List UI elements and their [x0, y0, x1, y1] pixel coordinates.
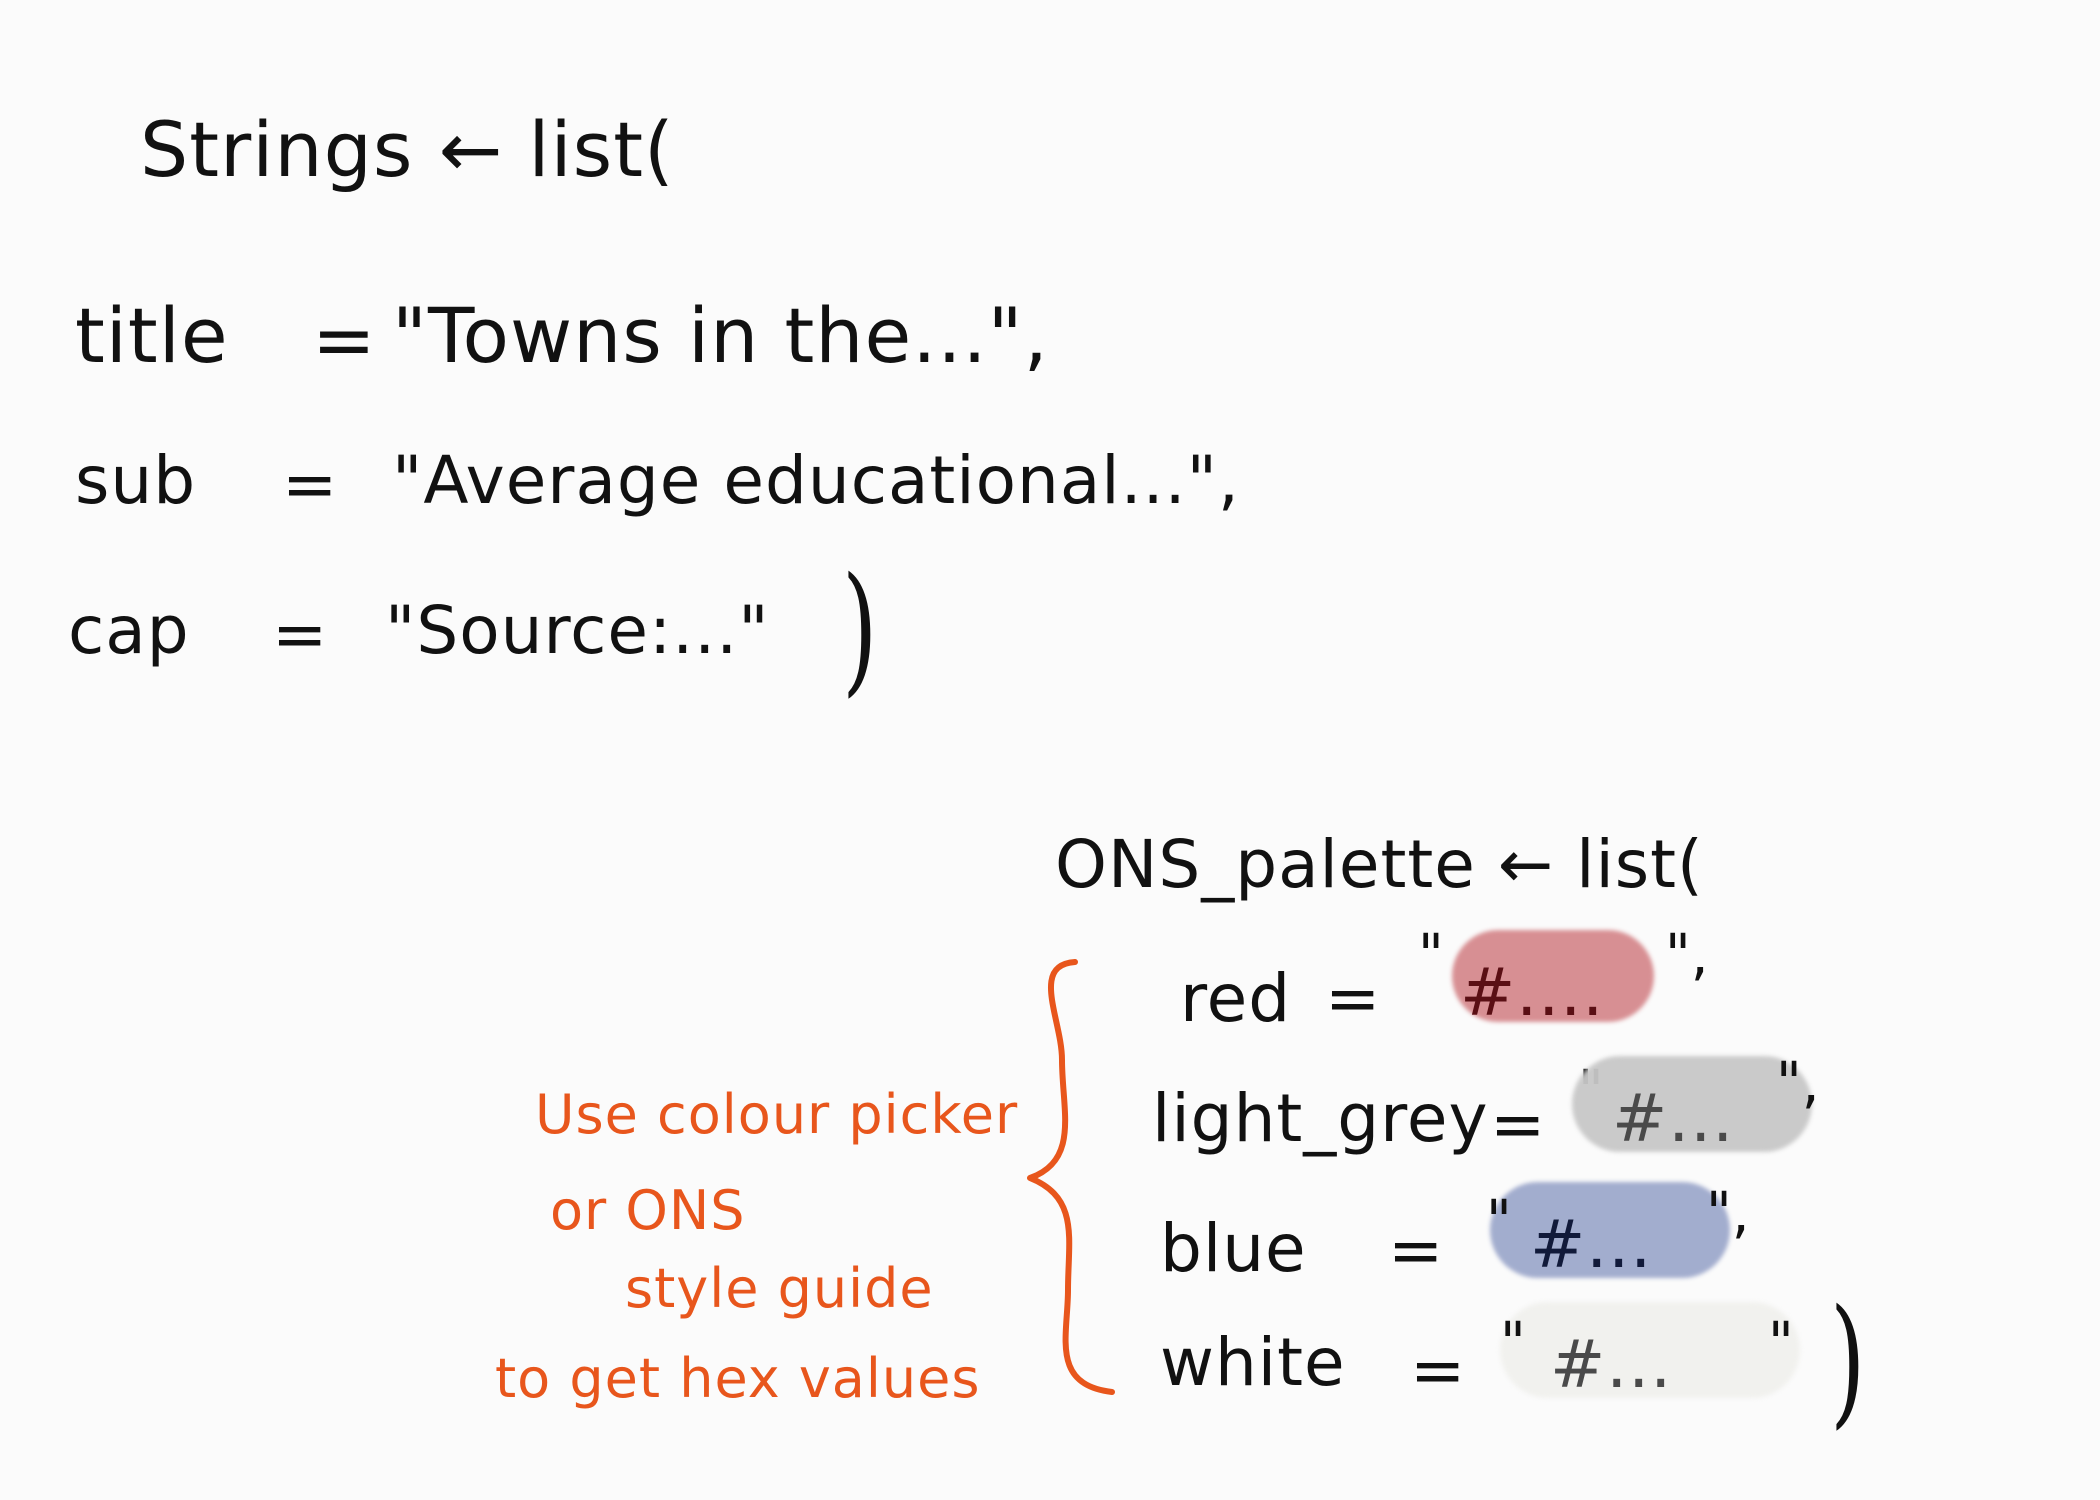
palette-close-quote-white: " [1768, 1311, 1794, 1376]
note-line-1: Use colour picker [535, 1083, 1019, 1146]
palette-header: ONS_palette ← list( [1055, 826, 1704, 903]
strings-eq-sub: = [282, 446, 339, 523]
palette-swatch-light-grey [1572, 1056, 1812, 1152]
palette-value-red: #.... [1460, 954, 1605, 1031]
palette-open-quote-red: " [1418, 923, 1444, 988]
palette-key-red: red [1180, 960, 1292, 1037]
note-line-3: style guide [625, 1257, 934, 1320]
palette-swatch-blue [1490, 1182, 1730, 1278]
strings-key-title: title [75, 291, 229, 380]
palette-value-white: #... [1550, 1326, 1673, 1403]
palette-eq-blue: = [1388, 1212, 1445, 1289]
strings-eq-title: = [312, 295, 377, 384]
orange-curly-brace [1027, 959, 1115, 1395]
palette-swatch-white [1500, 1302, 1800, 1398]
strings-header: Strings ← list( [140, 105, 675, 194]
note-line-2: or ONS [550, 1179, 746, 1242]
strings-close-paren: ) [842, 548, 878, 711]
palette-close-quote-light-grey: ", [1776, 1051, 1820, 1116]
palette-eq-red: = [1325, 960, 1382, 1037]
palette-swatch-red [1452, 930, 1654, 1022]
palette-close-quote-blue: ", [1706, 1181, 1750, 1246]
palette-open-quote-blue: " [1486, 1189, 1512, 1254]
strings-key-sub: sub [75, 442, 197, 519]
palette-value-blue: #... [1530, 1206, 1653, 1283]
palette-eq-white: = [1410, 1332, 1467, 1409]
palette-close-paren: ) [1830, 1280, 1866, 1443]
strings-key-cap: cap [68, 592, 190, 669]
palette-key-light-grey: light_grey [1152, 1080, 1489, 1157]
note-line-4: to get hex values [495, 1347, 981, 1410]
palette-eq-light-grey: = [1490, 1086, 1547, 1163]
palette-value-light-grey: #... [1612, 1080, 1735, 1157]
strings-value-sub: "Average educational...", [392, 442, 1240, 519]
strings-value-cap: "Source:..." [385, 592, 770, 669]
palette-open-quote-white: " [1500, 1311, 1526, 1376]
palette-close-quote-red: ", [1665, 923, 1709, 988]
strings-value-title: "Towns in the...", [392, 291, 1049, 380]
palette-key-white: white [1160, 1324, 1346, 1401]
strings-eq-cap: = [272, 596, 329, 673]
palette-key-blue: blue [1160, 1210, 1307, 1287]
